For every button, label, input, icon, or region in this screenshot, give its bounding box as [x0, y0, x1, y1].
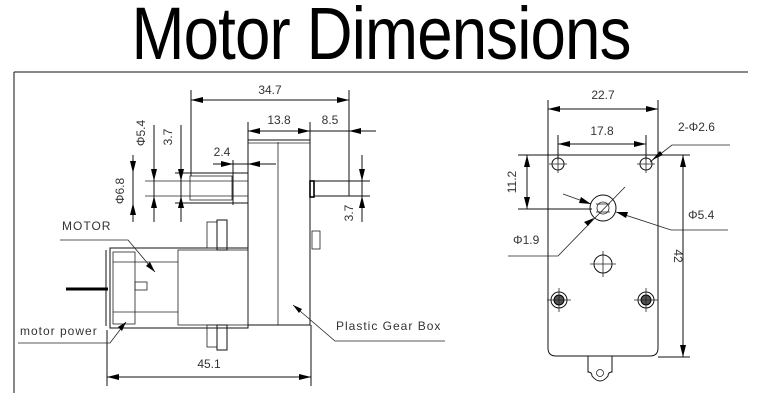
dim-shaft-outer: Φ5.4	[688, 208, 715, 222]
gearbox-body	[247, 139, 311, 326]
output-shaft	[589, 194, 617, 222]
dim-shaft-height-left: 3.7	[161, 128, 175, 145]
left-shaft	[189, 175, 233, 201]
dim-overall-length: 45.1	[197, 357, 221, 371]
dim-shaft-offset: 11.2	[505, 170, 519, 193]
motor-housing	[109, 247, 249, 329]
front-housing	[547, 154, 659, 357]
screw-right	[634, 288, 658, 312]
label-motor: MOTOR	[62, 219, 111, 233]
dim-boss-offset: 2.4	[214, 145, 231, 159]
dim-front-width: 22.7	[591, 88, 615, 102]
screw-left	[547, 288, 571, 312]
dim-gearbox-width: 13.8	[267, 113, 291, 127]
dim-shaft-inner: Φ1.9	[513, 233, 540, 247]
dim-diameter-outer: Φ6.8	[113, 178, 127, 205]
mounting-tab	[587, 356, 613, 382]
label-motor-power: motor power	[20, 324, 98, 338]
dim-shaft-extension: 8.5	[322, 113, 339, 127]
label-plastic-gear-box: Plastic Gear Box	[336, 319, 441, 333]
dim-shaft-height-right: 3.7	[342, 204, 356, 221]
dim-mount-holes: 2-Φ2.6	[678, 120, 715, 134]
page-title: Motor Dimensions	[131, 0, 631, 75]
dim-front-height: 42	[671, 249, 685, 263]
dim-hole-spacing: 17.8	[590, 124, 614, 138]
dim-overall-shaft-span: 34.7	[258, 83, 282, 97]
dim-diameter-inner: Φ5.4	[134, 120, 148, 147]
side-view: 34.7 13.8 8.5 2.4 Φ6.8 Φ5.4 3.7 3.7	[18, 83, 445, 386]
front-view: 22.7 17.8 2-Φ2.6 11.2 Φ1.9 Φ5.4	[505, 88, 730, 382]
